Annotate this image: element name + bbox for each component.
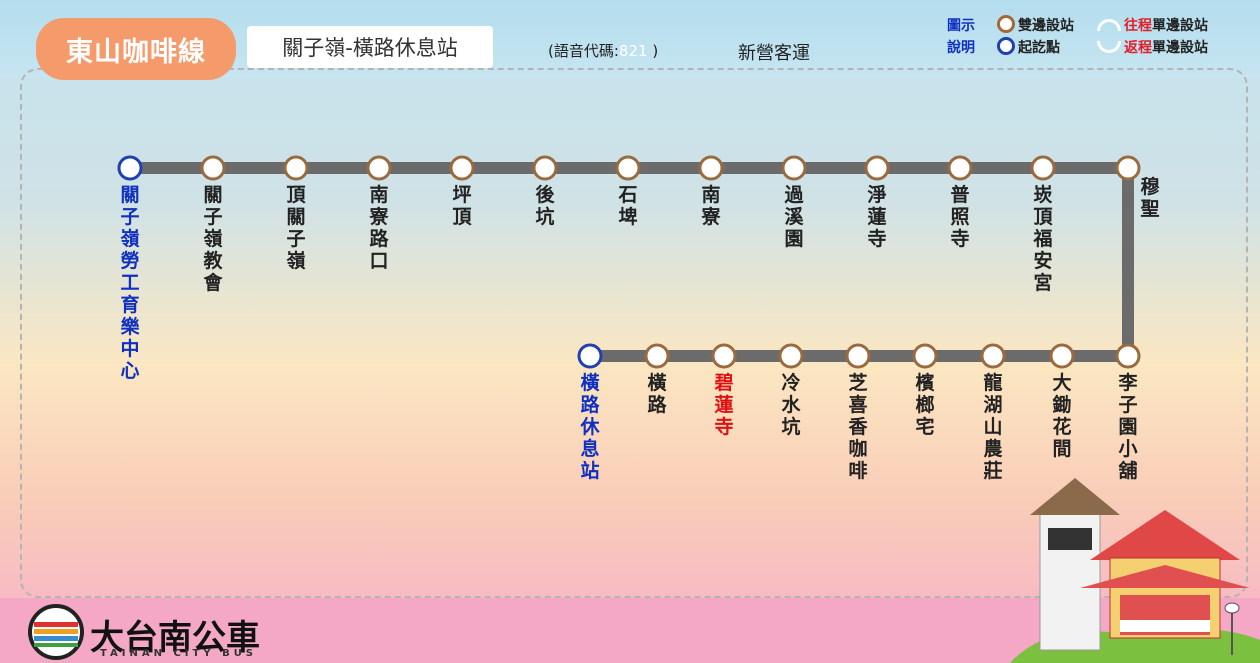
stop-marker bbox=[532, 155, 558, 181]
stop-name: 過溪園 bbox=[784, 184, 804, 250]
stop-name: 李子園小舖 bbox=[1118, 372, 1138, 482]
stop-marker bbox=[366, 155, 392, 181]
stop-marker bbox=[644, 343, 670, 369]
stop-name: 南寮 bbox=[701, 184, 721, 228]
legend-label-bottom: 說明 bbox=[947, 40, 975, 56]
stop-marker bbox=[781, 155, 807, 181]
stop-name: 淨蓮寺 bbox=[867, 184, 887, 250]
stop-name: 龍湖山農莊 bbox=[983, 372, 1003, 482]
temple-illustration-icon bbox=[1010, 478, 1260, 663]
legend-label-top: 圖示 bbox=[947, 18, 975, 34]
stop-name: 南寮路口 bbox=[369, 184, 389, 272]
voice-code: (語音代碼:821 ) bbox=[548, 40, 658, 61]
stop-name: 石埤 bbox=[618, 184, 638, 228]
stop-marker bbox=[117, 155, 143, 181]
stop-name: 坪頂 bbox=[452, 184, 472, 228]
stop-name: 碧蓮寺 bbox=[714, 372, 734, 438]
stop-marker bbox=[1115, 155, 1141, 181]
stop-marker bbox=[615, 155, 641, 181]
voice-code-label: (語音代碼: bbox=[548, 42, 619, 60]
stop-marker bbox=[200, 155, 226, 181]
stop-marker bbox=[283, 155, 309, 181]
stop-marker bbox=[1115, 343, 1141, 369]
stop-name: 普照寺 bbox=[950, 184, 970, 250]
stop-name: 崁頂福安宮 bbox=[1033, 184, 1053, 294]
stop-name: 橫路休息站 bbox=[580, 372, 600, 482]
stop-marker bbox=[1030, 155, 1056, 181]
stop-marker bbox=[1049, 343, 1075, 369]
route-endpoints: 關子嶺-橫路休息站 bbox=[247, 26, 493, 68]
brand-name: 大台南公車 bbox=[90, 618, 260, 658]
stop-name: 芝喜香咖啡 bbox=[848, 372, 868, 482]
brand-sub: TAINAN CITY BUS bbox=[100, 648, 258, 659]
stop-marker bbox=[980, 343, 1006, 369]
legend-both-ways: 雙邊設站 bbox=[997, 14, 1074, 38]
legend-start-end: 起訖點 bbox=[997, 36, 1060, 60]
outbound-stop-icon bbox=[1097, 19, 1121, 31]
stops-layer bbox=[117, 155, 1141, 369]
stop-name: 檳榔宅 bbox=[915, 372, 935, 438]
stop-marker bbox=[864, 155, 890, 181]
voice-code-close: ) bbox=[652, 42, 659, 60]
both-ways-stop-icon bbox=[997, 15, 1015, 33]
legend-inbound: 返程單邊設站 bbox=[1097, 36, 1208, 60]
operator-name: 新營客運 bbox=[738, 43, 810, 64]
stop-marker bbox=[711, 343, 737, 369]
stop-name: 頂關子嶺 bbox=[286, 184, 306, 272]
stop-marker bbox=[912, 343, 938, 369]
tainan-bus-logo-icon bbox=[28, 604, 84, 660]
stop-name: 後坑 bbox=[535, 184, 555, 228]
voice-code-value: 821 bbox=[618, 42, 648, 60]
stop-marker bbox=[947, 155, 973, 181]
stop-marker bbox=[778, 343, 804, 369]
stop-marker bbox=[577, 343, 603, 369]
terminal-stop-icon bbox=[997, 37, 1015, 55]
stop-name: 大鋤花間 bbox=[1052, 372, 1072, 460]
stop-marker bbox=[698, 155, 724, 181]
stop-marker bbox=[845, 343, 871, 369]
stop-name: 橫路 bbox=[647, 372, 667, 416]
route-name-badge: 東山咖啡線 bbox=[36, 18, 236, 80]
stop-name: 冷水坑 bbox=[781, 372, 801, 438]
stop-name: 穆聖 bbox=[1140, 176, 1160, 220]
route-map-frame bbox=[20, 68, 1248, 598]
stop-name: 關子嶺勞工育樂中心 bbox=[120, 184, 140, 382]
legend-outbound: 往程單邊設站 bbox=[1097, 14, 1208, 38]
stop-marker bbox=[449, 155, 475, 181]
stop-name: 關子嶺教會 bbox=[203, 184, 223, 294]
